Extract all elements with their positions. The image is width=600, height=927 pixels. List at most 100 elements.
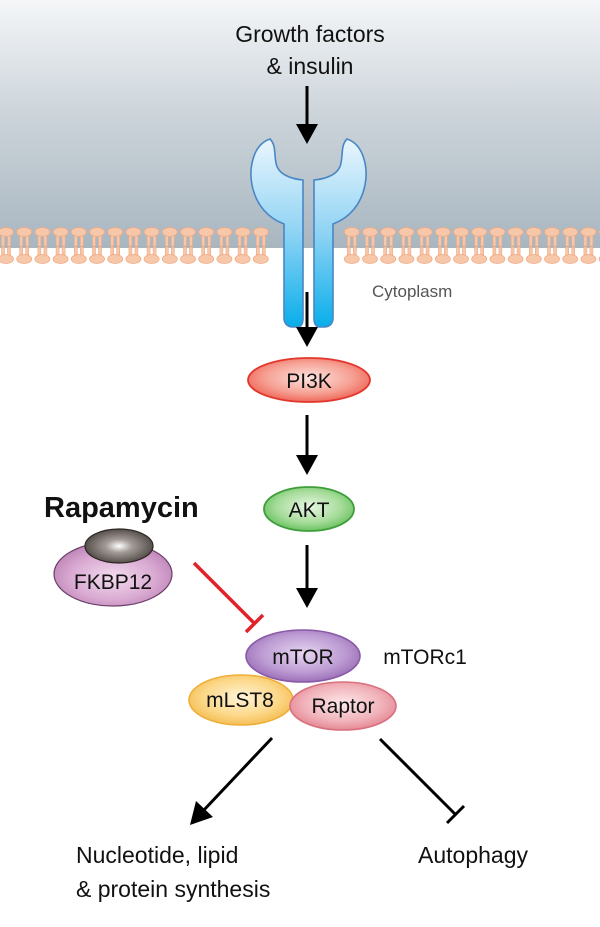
lipid-head bbox=[434, 254, 451, 264]
lipid-head bbox=[180, 254, 196, 264]
lipid-tail bbox=[528, 235, 533, 247]
lipid-head bbox=[107, 254, 124, 264]
lipid-head bbox=[580, 254, 597, 264]
autophagy-label: Autophagy bbox=[418, 842, 528, 868]
lipid-tail bbox=[419, 235, 424, 247]
synthesis-label-line1: Nucleotide, lipid bbox=[76, 842, 238, 868]
lipid-tail bbox=[183, 235, 187, 247]
lipid-tail bbox=[19, 235, 24, 247]
lipid-head bbox=[161, 254, 178, 264]
akt-node: AKT bbox=[263, 486, 355, 532]
lipid-tail bbox=[25, 235, 30, 247]
lipid-tail bbox=[116, 235, 120, 247]
lipid-tail bbox=[365, 235, 369, 247]
pi3k-label: PI3K bbox=[286, 370, 332, 393]
akt-shape bbox=[263, 486, 355, 532]
lipid-tail bbox=[243, 235, 248, 247]
lipid-head bbox=[52, 227, 69, 237]
lipid-tail bbox=[255, 235, 260, 247]
pi3k-node: PI3K bbox=[247, 357, 371, 403]
lipid-head bbox=[580, 227, 597, 237]
lipid-head bbox=[180, 227, 196, 237]
arrowhead-receptor-to-pi3k bbox=[296, 327, 318, 347]
lipid-head bbox=[161, 227, 178, 237]
lipid-tail bbox=[128, 235, 133, 247]
lipid-tail bbox=[571, 235, 576, 247]
lipid-head bbox=[198, 227, 215, 237]
lipid-head bbox=[234, 254, 251, 264]
arrowhead-ligand-to-receptor bbox=[296, 124, 318, 144]
lipid-tail bbox=[583, 235, 588, 247]
pi3k-shape bbox=[247, 357, 371, 403]
receptor-left-subunit bbox=[250, 138, 304, 328]
lipid-tail bbox=[74, 235, 78, 247]
lipid-tail bbox=[346, 235, 351, 247]
lipid-tail bbox=[43, 235, 48, 247]
cell-membrane bbox=[0, 227, 600, 264]
lipid-head bbox=[89, 227, 105, 237]
lipid-tail bbox=[261, 235, 266, 247]
lipid-head bbox=[544, 227, 560, 237]
lipid-tail bbox=[389, 235, 394, 247]
raptor-label: Raptor bbox=[311, 695, 374, 718]
lipid-head bbox=[489, 227, 506, 237]
lipid-head bbox=[453, 227, 469, 237]
growth-factors-label: Growth factors bbox=[235, 21, 385, 47]
receptor-right-subunit bbox=[313, 138, 367, 328]
receptor bbox=[250, 138, 367, 328]
rapamycin-shape bbox=[84, 528, 154, 564]
lipid-head bbox=[16, 227, 33, 237]
lipid-tail bbox=[383, 235, 388, 247]
lipid-tail bbox=[201, 235, 205, 247]
lipid-head bbox=[507, 254, 524, 264]
akt-label: AKT bbox=[289, 499, 330, 522]
lipid-tail bbox=[55, 235, 60, 247]
lipid-head bbox=[416, 254, 433, 264]
lipid-tail bbox=[565, 235, 570, 247]
lipid-head bbox=[198, 254, 215, 264]
lipid-tail bbox=[219, 235, 224, 247]
arrow-mtorc1-to-synthesis bbox=[201, 736, 274, 813]
mtorc1-label: mTORc1 bbox=[383, 646, 467, 669]
arrowhead-pi3k-to-akt bbox=[296, 455, 318, 475]
lipid-tail bbox=[371, 235, 375, 247]
lipid-head bbox=[70, 254, 87, 264]
mtorc1-complex: mTOR mLST8 Raptor bbox=[188, 629, 397, 731]
lipid-tail bbox=[189, 235, 193, 247]
lipid-head bbox=[380, 227, 397, 237]
lipid-tail bbox=[534, 235, 539, 247]
lipid-tail bbox=[510, 235, 515, 247]
lipid-head bbox=[453, 254, 469, 264]
lipid-head bbox=[398, 227, 415, 237]
mtor-shape bbox=[245, 629, 361, 683]
lipid-tail bbox=[61, 235, 66, 247]
lipid-head bbox=[0, 254, 14, 264]
lipid-tail bbox=[456, 235, 460, 247]
lipid-tail bbox=[110, 235, 114, 247]
lipid-tail bbox=[225, 235, 230, 247]
lipid-head bbox=[34, 254, 51, 264]
rapamycin-label: Rapamycin bbox=[44, 492, 199, 524]
lipid-head bbox=[89, 254, 105, 264]
arrowhead-akt-to-mtorc1 bbox=[296, 588, 318, 608]
synthesis-label-line2: & protein synthesis bbox=[76, 876, 270, 902]
lipid-tail bbox=[462, 235, 466, 247]
lipid-head bbox=[216, 227, 233, 237]
lipid-head bbox=[143, 227, 160, 237]
lipid-tail bbox=[480, 235, 485, 247]
lipid-head bbox=[471, 227, 488, 237]
lipid-head bbox=[252, 227, 269, 237]
lipid-tail bbox=[98, 235, 102, 247]
lipid-head bbox=[125, 227, 142, 237]
inhibition-mtorc1-to-autophagy bbox=[378, 737, 457, 816]
lipid-tail bbox=[437, 235, 442, 247]
lipid-tail bbox=[443, 235, 448, 247]
lipid-tail bbox=[134, 235, 139, 247]
lipid-head bbox=[525, 254, 542, 264]
lipid-head bbox=[471, 254, 488, 264]
lipid-tail bbox=[401, 235, 406, 247]
lipid-head bbox=[52, 254, 69, 264]
lipid-tail bbox=[1, 235, 5, 247]
lipid-head bbox=[525, 227, 542, 237]
lipid-tail bbox=[553, 235, 557, 247]
